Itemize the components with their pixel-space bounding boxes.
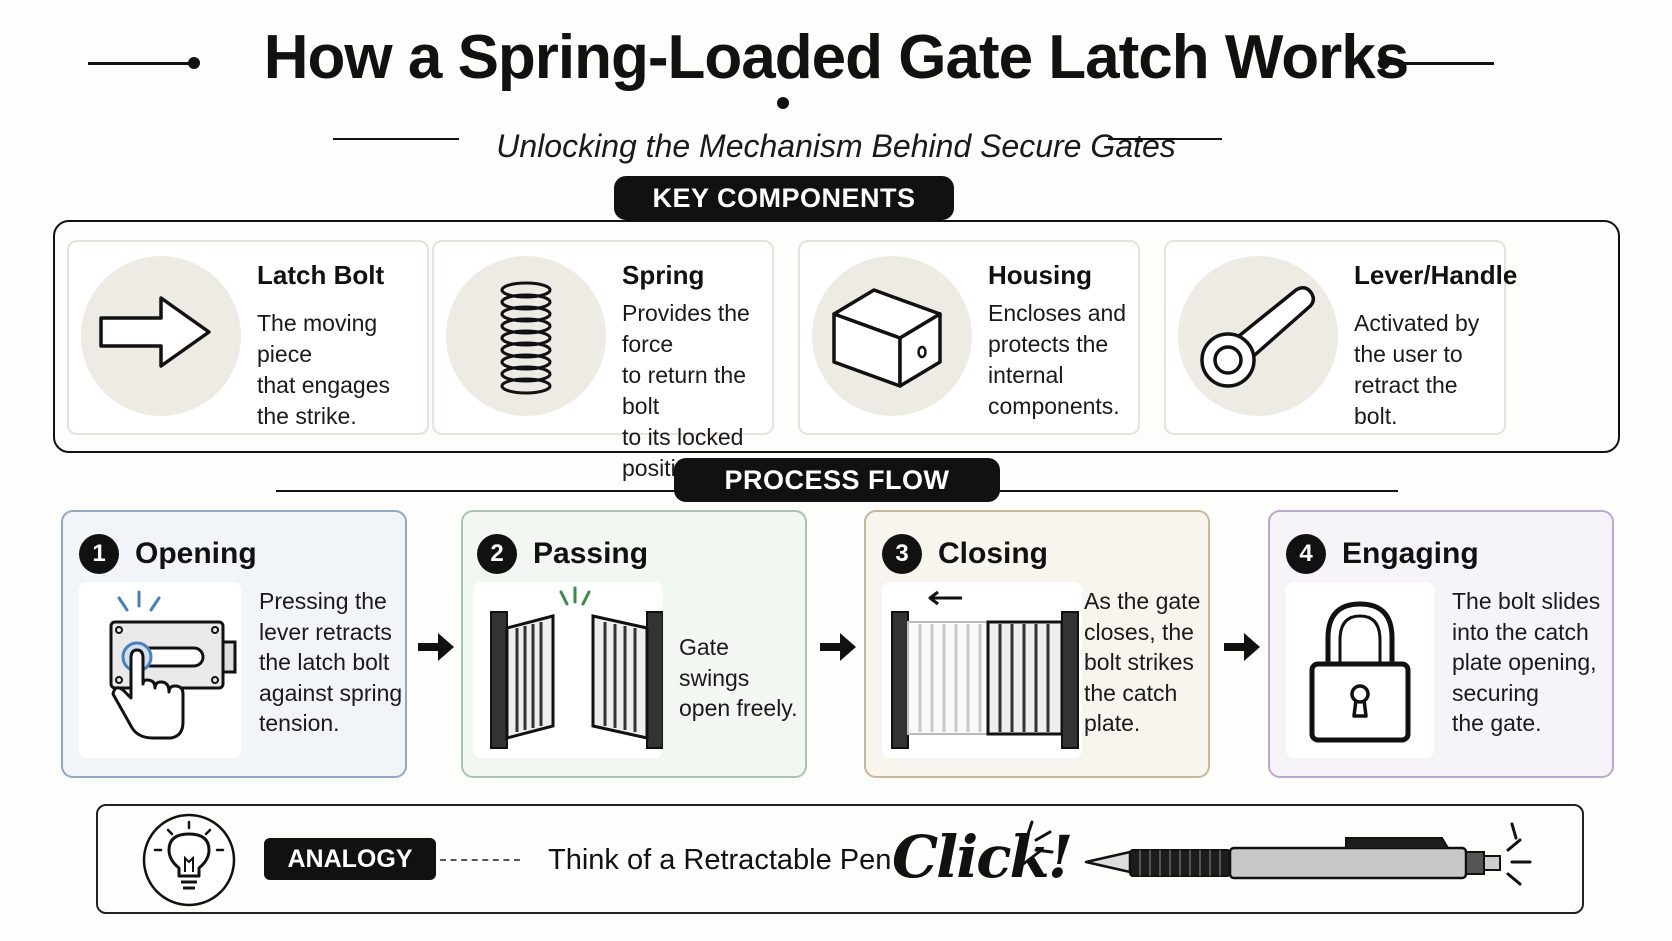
- analogy-label: ANALOGY: [264, 838, 436, 880]
- closing-gate-icon: [882, 582, 1082, 758]
- step-description: Gate swings open freely.: [679, 634, 798, 721]
- component-title: Latch Bolt: [257, 260, 385, 290]
- component-description: The moving piece that engages the strike…: [257, 310, 391, 429]
- component-description: Encloses and protects the internal compo…: [988, 300, 1127, 419]
- component-card-lever-handle: Lever/Handle Activated by the user to re…: [1164, 240, 1517, 435]
- click-burst-icon: [1026, 820, 1054, 854]
- component-description: Activated by the user to retract the bol…: [1354, 310, 1480, 429]
- step-number: 3: [882, 534, 922, 574]
- arrow-icon: [81, 256, 241, 416]
- lever-handle-icon: [1178, 256, 1338, 416]
- coil-spring-icon: [446, 256, 606, 416]
- component-title: Housing: [988, 260, 1092, 290]
- flow-arrow-1: [418, 633, 454, 661]
- analogy-text: Think of a Retractable Pen: [548, 844, 892, 876]
- component-description: Provides the force to return the bolt to…: [622, 300, 750, 481]
- key-components-heading: KEY COMPONENTS: [614, 176, 954, 220]
- component-card-housing: Housing Encloses and protects the intern…: [798, 240, 1140, 435]
- padlock-icon: [1286, 582, 1434, 758]
- flow-arrow-2: [820, 633, 856, 661]
- title-center-dot: [777, 97, 789, 109]
- component-card-latch-bolt: Latch Bolt The moving piece that engages…: [67, 240, 429, 435]
- step-card-closing: 3 Closing As: [864, 510, 1210, 778]
- step-card-opening: 1 Opening Pressing the lever retracts th…: [61, 510, 407, 778]
- subtitle-right-rule: [1108, 138, 1222, 140]
- step-description: As the gate closes, the bolt strikes the…: [1084, 588, 1201, 736]
- flow-arrow-3: [1224, 633, 1260, 661]
- subtitle-left-rule: [333, 138, 459, 140]
- step-title: Closing: [938, 537, 1048, 570]
- key-components-frame: [53, 220, 1620, 453]
- analogy-connector: [440, 859, 520, 861]
- step-number: 1: [79, 534, 119, 574]
- step-number: 2: [477, 534, 517, 574]
- hand-pressing-lever-icon: [79, 582, 241, 758]
- component-title: Spring: [622, 260, 705, 290]
- process-flow-heading: PROCESS FLOW: [674, 458, 1000, 502]
- page-title: How a Spring-Loaded Gate Latch Works: [263, 23, 1409, 92]
- box-housing-icon: [812, 256, 972, 416]
- title-left-dot: [188, 57, 200, 69]
- lightbulb-icon: [142, 813, 236, 907]
- open-gate-icon: [473, 582, 663, 758]
- retractable-pen-icon: [1084, 837, 1532, 886]
- title-right-rule: [1388, 62, 1494, 65]
- step-title: Engaging: [1342, 537, 1479, 570]
- step-card-engaging: 4 Engaging The bolt slides into the catc…: [1268, 510, 1614, 778]
- title-left-rule: [88, 62, 194, 65]
- step-number: 4: [1286, 534, 1326, 574]
- step-card-passing: 2 Passing: [461, 510, 807, 778]
- step-description: Pressing the lever retracts the latch bo…: [259, 588, 403, 736]
- component-title: Lever/Handle: [1354, 260, 1518, 290]
- analogy-frame: [96, 804, 1584, 914]
- component-card-spring: Spring Provides the force to return the …: [432, 240, 774, 481]
- page-subtitle: Unlocking the Mechanism Behind Secure Ga…: [496, 128, 1176, 164]
- step-title: Opening: [135, 537, 257, 570]
- pen-click-burst-icon: [1510, 822, 1518, 840]
- step-description: The bolt slides into the catch plate ope…: [1452, 588, 1601, 736]
- title-right-dot: [1378, 57, 1390, 69]
- step-title: Passing: [533, 537, 649, 570]
